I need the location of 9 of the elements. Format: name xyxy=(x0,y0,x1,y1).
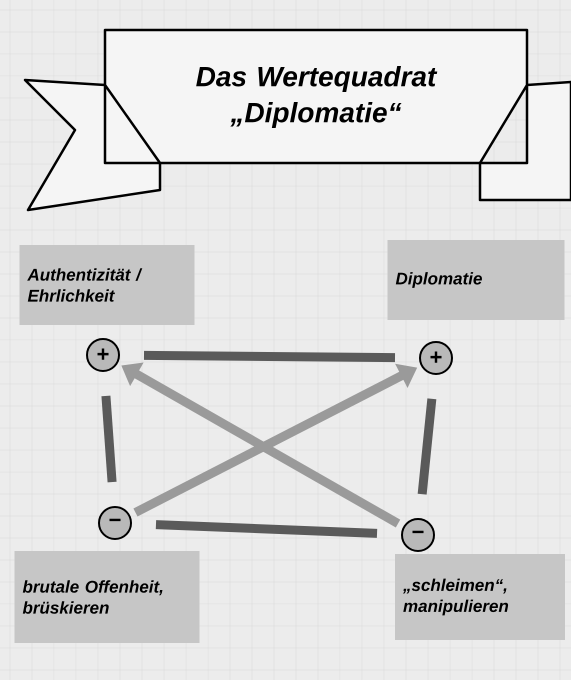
note-card: Authentizität / Ehrlichkeit xyxy=(20,245,194,325)
connector-bar xyxy=(418,398,436,495)
connector-bar xyxy=(144,350,396,362)
note-card: „schleimen“, manipulieren xyxy=(395,554,565,640)
connector-bar xyxy=(101,396,117,482)
note-card: brutale Offenheit, brüskieren xyxy=(14,551,200,643)
connector-bar xyxy=(156,520,378,538)
note-card: Diplomatie xyxy=(388,240,564,320)
title-text: Das Wertequadrat „Diplomatie“ xyxy=(196,66,438,128)
